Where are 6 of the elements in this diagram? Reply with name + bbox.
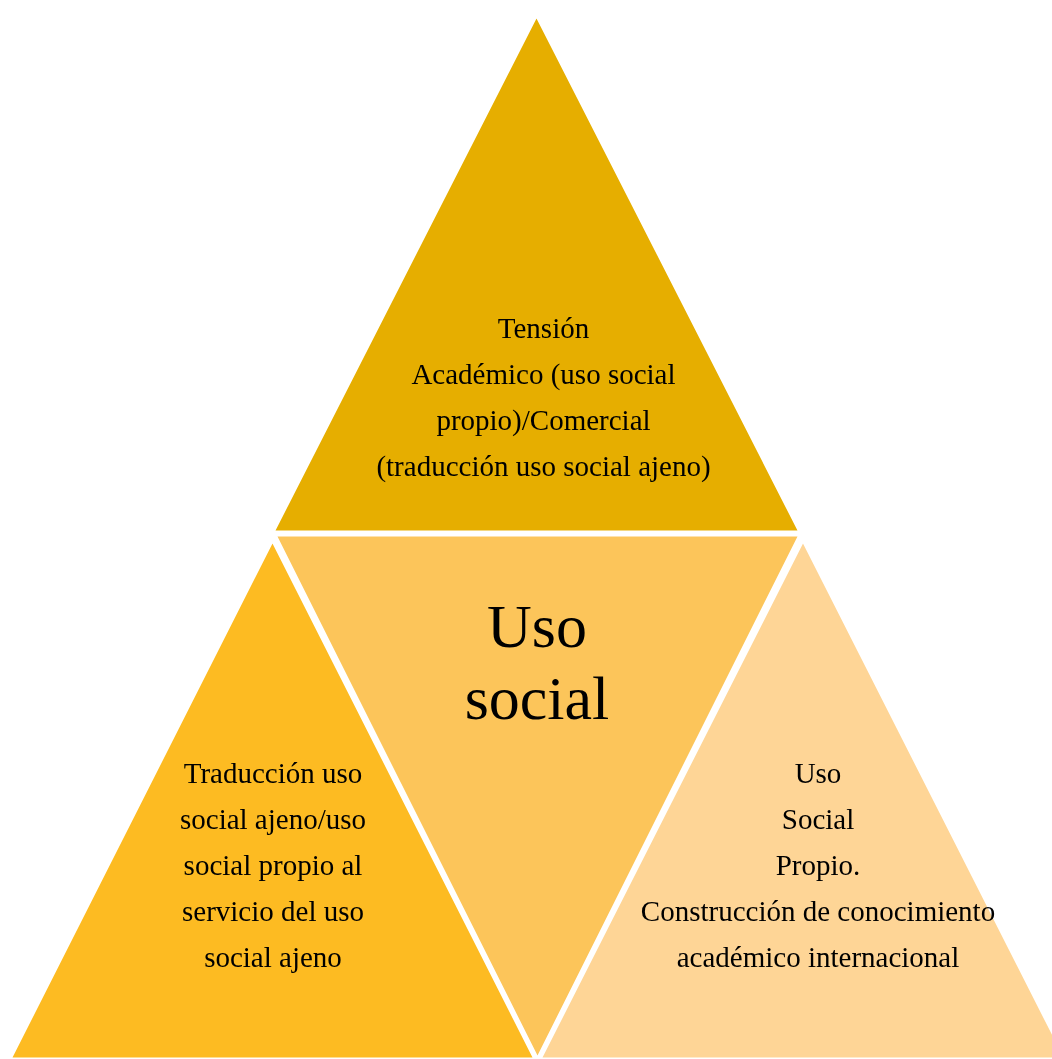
- triangle-label: Uso social: [463, 591, 611, 734]
- triangle-label: Tensión: [496, 311, 591, 346]
- triangle-label: Uso Social Propio.: [774, 756, 862, 883]
- triangle-label: Construcción de conocimiento académico internacional: [639, 894, 997, 975]
- triangle-label: Traducción uso social ajeno/uso social propio al servicio del uso social ajeno: [178, 756, 367, 975]
- triangle-label: Académico (uso social propio)/Comercial (traducción uso social ajeno): [375, 357, 712, 484]
